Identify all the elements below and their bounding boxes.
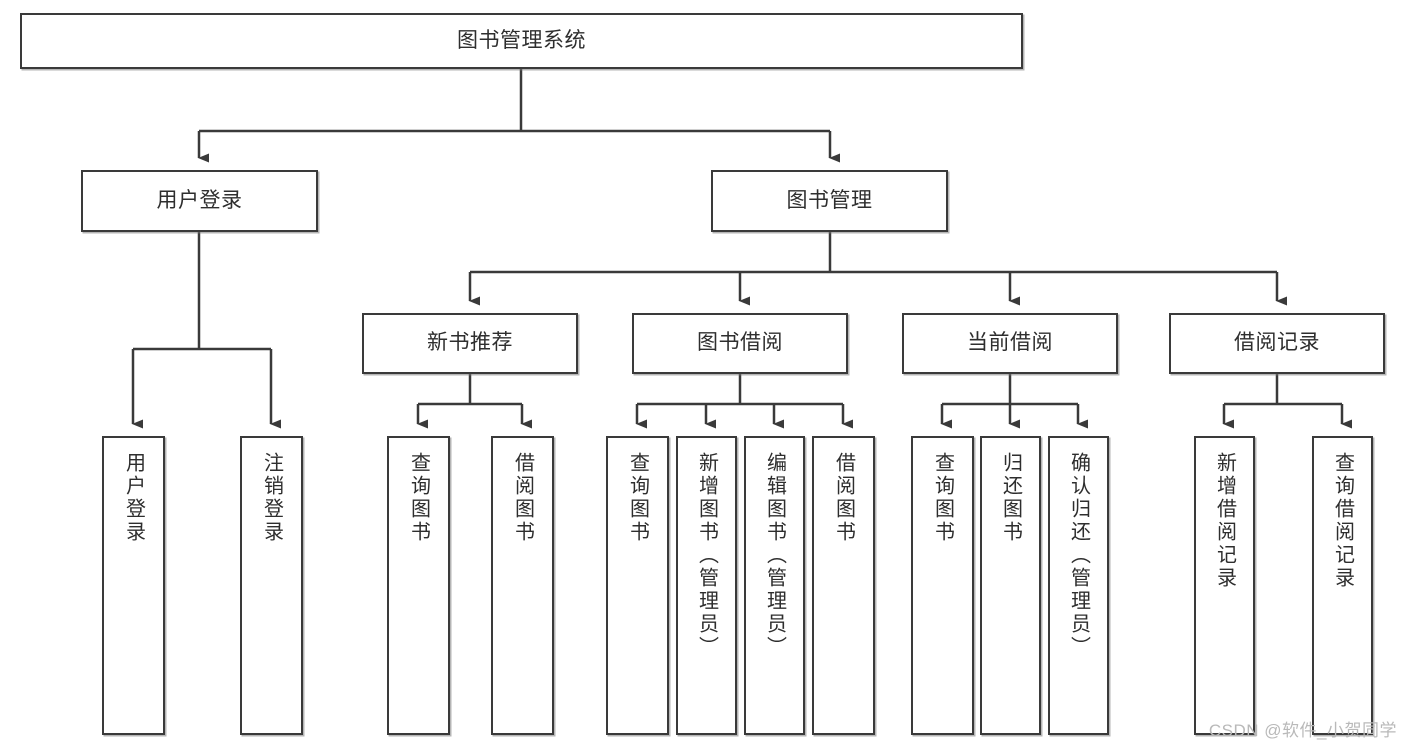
leaf-borrow-book-recommend[interactable]: 借阅图书 [491, 436, 554, 735]
node-new-book-recommend[interactable]: 新书推荐 [362, 313, 578, 374]
leaf-logout-login[interactable]: 注销登录 [240, 436, 303, 735]
node-label: 归还图书 [999, 452, 1022, 544]
leaf-add-borrow-record[interactable]: 新增借阅记录 [1194, 436, 1255, 735]
node-label: 当前借阅 [967, 331, 1053, 355]
node-label: 查询图书 [626, 452, 649, 544]
leaf-edit-book[interactable]: 编辑图书（管理员） [744, 436, 805, 735]
node-borrow-record[interactable]: 借阅记录 [1169, 313, 1385, 374]
node-label: 注销登录 [260, 452, 283, 544]
leaf-query-book-current[interactable]: 查询图书 [911, 436, 974, 735]
node-label: 新增图书（管理员） [695, 452, 718, 659]
node-label: 查询图书 [931, 452, 954, 544]
node-label: 借阅图书 [511, 452, 534, 544]
leaf-return-book[interactable]: 归还图书 [980, 436, 1041, 735]
node-label: 编辑图书（管理员） [763, 452, 786, 659]
leaf-user-login[interactable]: 用户登录 [102, 436, 165, 735]
node-label: 新增借阅记录 [1213, 452, 1236, 590]
node-root-system[interactable]: 图书管理系统 [20, 13, 1023, 69]
node-user-login[interactable]: 用户登录 [81, 170, 318, 232]
node-label: 查询借阅记录 [1331, 452, 1354, 590]
leaf-add-book[interactable]: 新增图书（管理员） [676, 436, 737, 735]
node-label: 用户登录 [122, 452, 145, 544]
node-book-management[interactable]: 图书管理 [711, 170, 948, 232]
node-label: 借阅图书 [832, 452, 855, 544]
leaf-query-book-borrow[interactable]: 查询图书 [606, 436, 669, 735]
leaf-confirm-return[interactable]: 确认归还（管理员） [1048, 436, 1109, 735]
node-label: 查询图书 [407, 452, 430, 544]
leaf-query-book-recommend[interactable]: 查询图书 [387, 436, 450, 735]
node-label: 新书推荐 [427, 331, 513, 355]
watermark: CSDN @软件_小贺同学 [1208, 721, 1397, 740]
node-label: 图书借阅 [697, 331, 783, 355]
node-current-borrow[interactable]: 当前借阅 [902, 313, 1118, 374]
node-label: 用户登录 [156, 188, 243, 212]
node-book-borrow[interactable]: 图书借阅 [632, 313, 848, 374]
node-label: 借阅记录 [1234, 331, 1320, 355]
node-label: 图书管理系统 [457, 28, 586, 52]
leaf-query-borrow-record[interactable]: 查询借阅记录 [1312, 436, 1373, 735]
leaf-borrow-book[interactable]: 借阅图书 [812, 436, 875, 735]
node-label: 确认归还（管理员） [1067, 452, 1090, 659]
node-label: 图书管理 [786, 188, 873, 212]
